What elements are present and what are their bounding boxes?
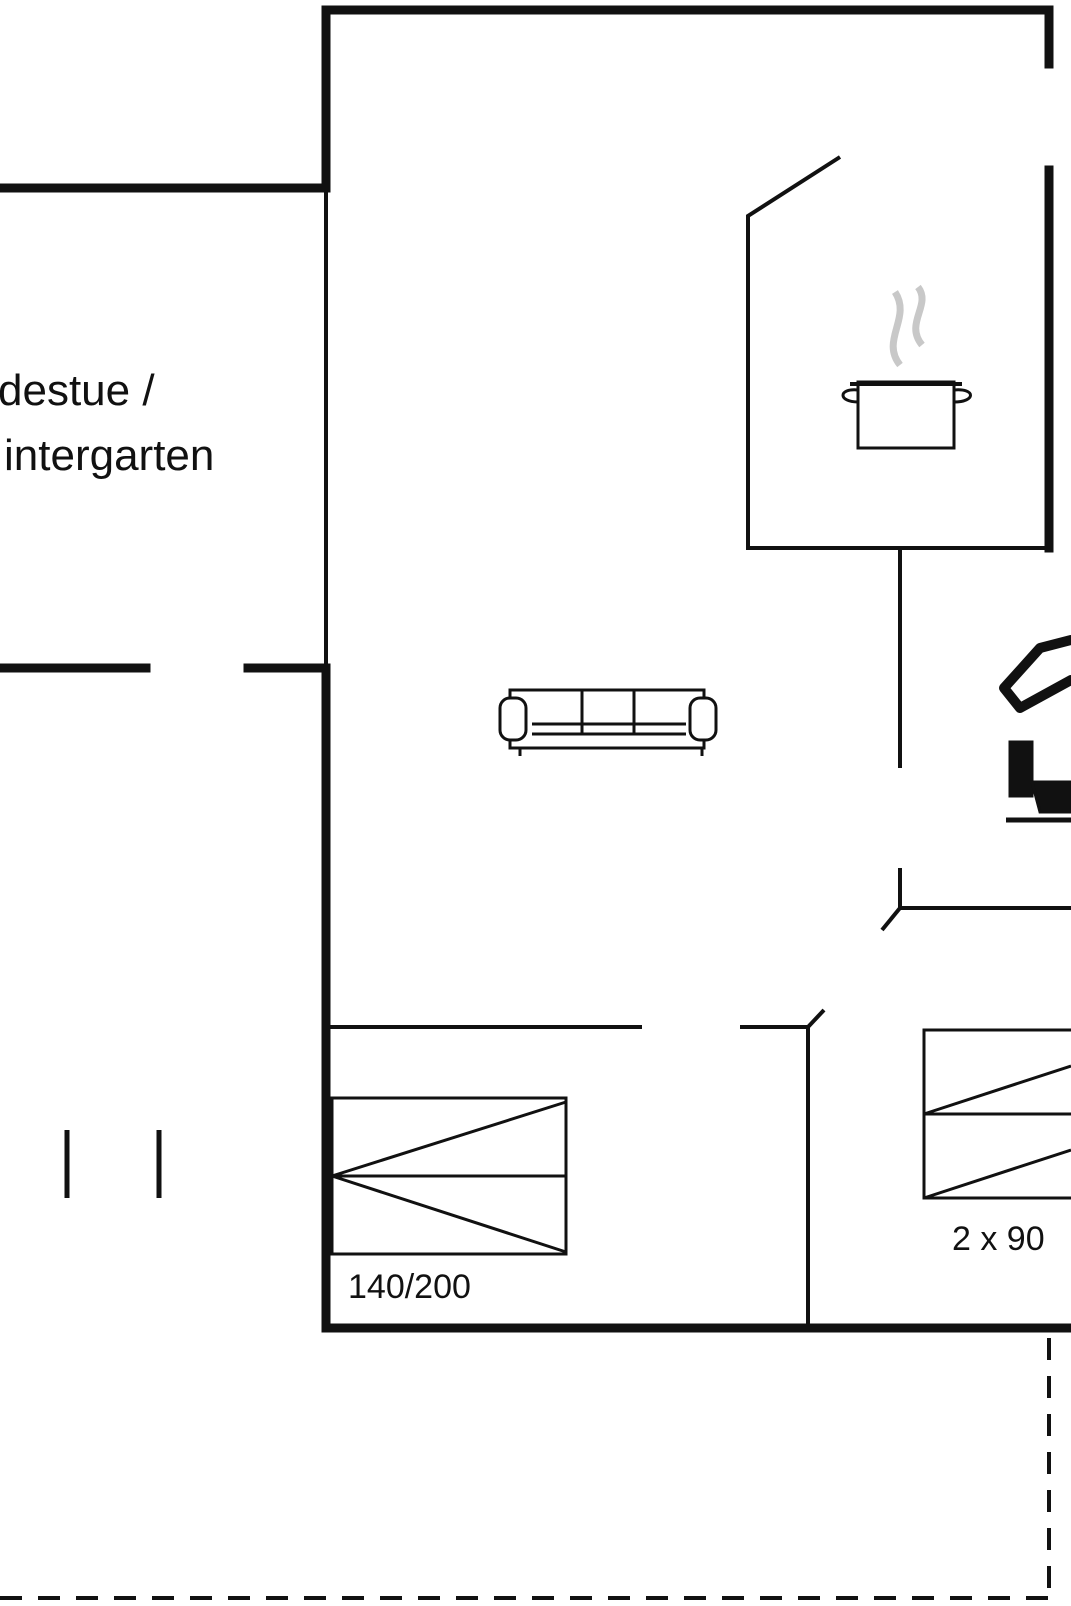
pot-body bbox=[856, 380, 956, 450]
steam-icon bbox=[912, 284, 926, 348]
toilet-tank bbox=[1008, 740, 1034, 798]
pot-icon bbox=[841, 284, 972, 450]
sofa-icon bbox=[498, 688, 718, 756]
interior-walls bbox=[64, 155, 1071, 1324]
double-bed-label: 140/200 bbox=[348, 1268, 471, 1306]
toilet-icon bbox=[1006, 740, 1071, 823]
bath-door-mark bbox=[880, 906, 902, 932]
sofa-arm-right bbox=[688, 696, 718, 742]
sofa-arm-left bbox=[498, 696, 528, 742]
bed-icon bbox=[922, 1028, 1071, 1200]
twin-bed-label: 2 x 90 bbox=[952, 1220, 1045, 1258]
sofa-frame bbox=[508, 688, 706, 750]
outer-walls bbox=[0, 5, 1071, 1333]
shower-head bbox=[999, 635, 1071, 713]
pot-handle-right bbox=[953, 388, 972, 404]
sunroom-label-line1: destue / bbox=[0, 366, 155, 415]
kitchen-niche-wall bbox=[746, 155, 1049, 550]
twin-bed-cover bbox=[923, 1064, 1071, 1116]
bedroom-door-mark bbox=[806, 1008, 826, 1029]
double-bed-cover bbox=[331, 1100, 567, 1178]
steam-icon bbox=[889, 290, 904, 368]
shower-icon bbox=[999, 635, 1071, 713]
bed-icon bbox=[330, 1096, 568, 1256]
terrace-outline bbox=[0, 1338, 1051, 1600]
twin-bed-cover bbox=[923, 1148, 1071, 1200]
double-bed-cover bbox=[331, 1174, 567, 1254]
sunroom-label-line2: intergarten bbox=[4, 431, 214, 480]
toilet-bowl bbox=[1030, 780, 1071, 814]
pot-handle-left bbox=[841, 388, 859, 404]
